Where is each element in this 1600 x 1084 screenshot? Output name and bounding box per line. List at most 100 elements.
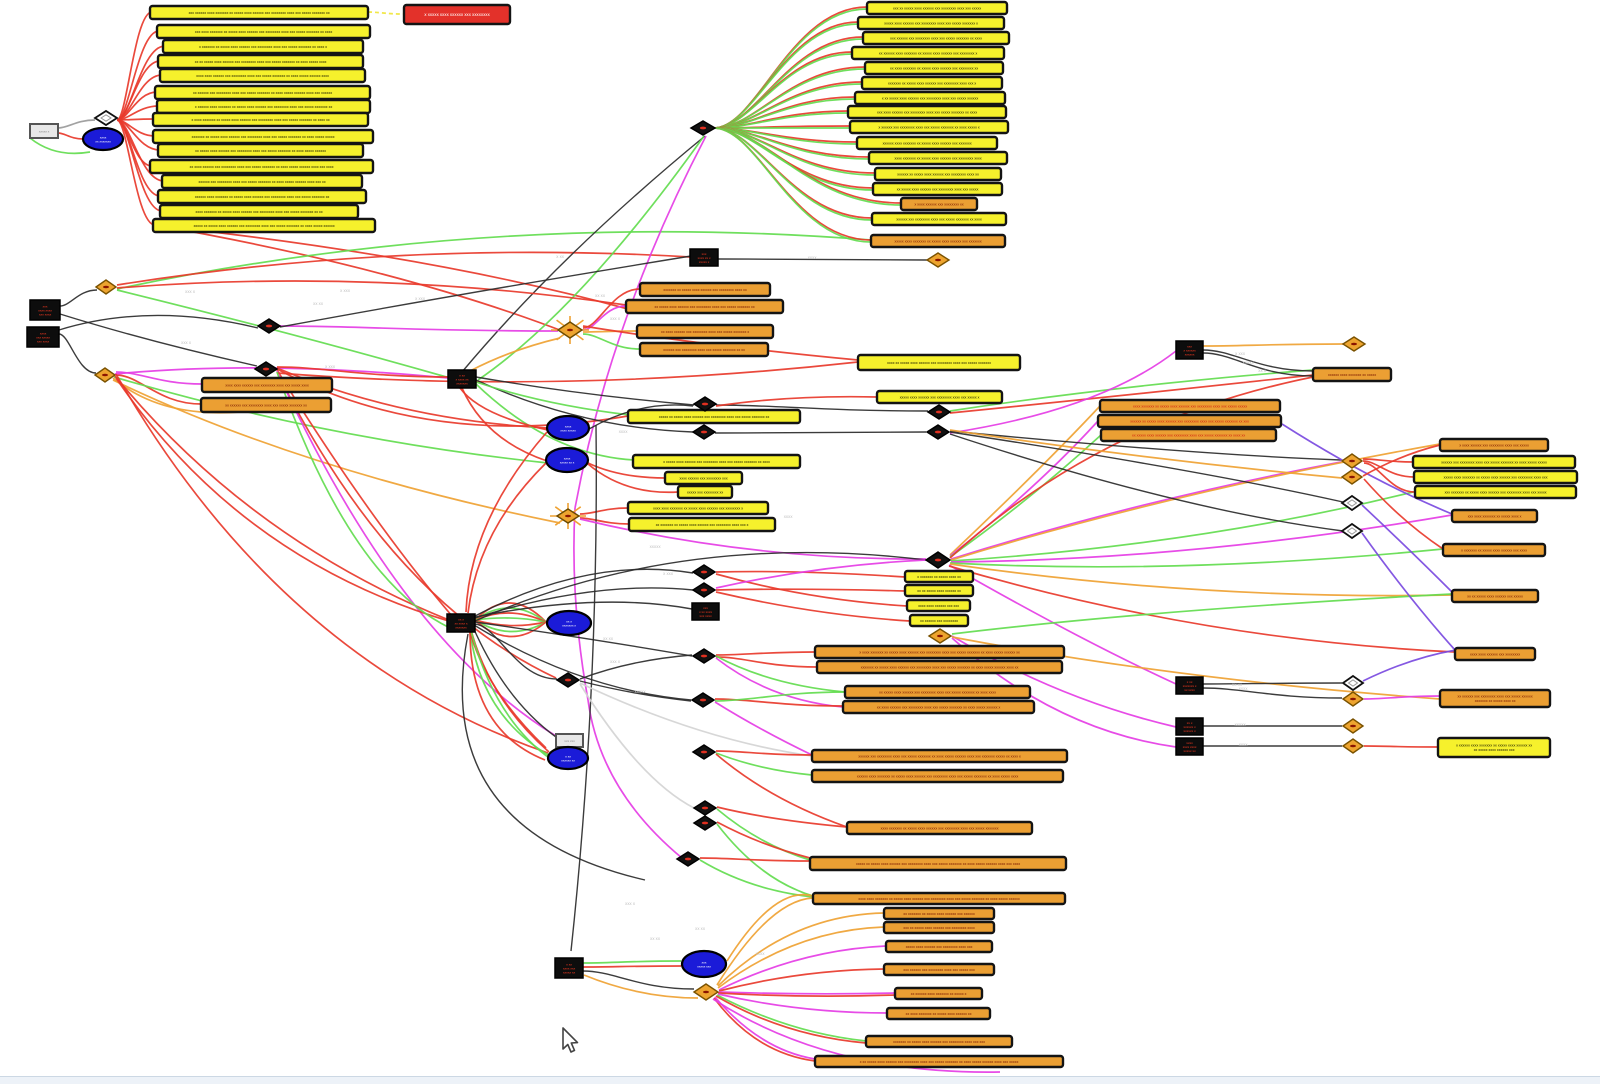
orange-record-node[interactable] [1441,542,1547,558]
white-diamond-node[interactable] [1341,674,1365,692]
graph-edge [469,337,561,372]
orange-record-node[interactable] [869,233,1007,249]
yellow-record-node[interactable] [158,67,367,84]
black-record-node[interactable] [1175,737,1204,756]
black-record-node[interactable] [1175,676,1204,695]
yellow-record-node[interactable] [850,45,1006,61]
yellow-record-node[interactable] [860,75,1004,91]
orange-record-node[interactable] [1438,688,1552,709]
orange-record-node[interactable] [811,891,1067,906]
yellow-record-node[interactable] [856,15,1006,31]
yellow-record-node[interactable] [627,516,777,533]
yellow-record-node[interactable] [863,60,1005,76]
blue-ellipse-node[interactable] [546,745,590,771]
orange-record-node[interactable] [199,396,333,414]
orange-record-node[interactable] [1450,588,1540,604]
yellow-record-node[interactable] [1413,484,1578,500]
orange-record-node[interactable] [638,341,770,358]
black-record-node[interactable] [554,957,584,979]
yellow-record-node[interactable] [861,30,1011,46]
orange-record-node[interactable] [882,920,996,935]
yellow-record-node[interactable] [903,583,975,598]
blue-ellipse-node[interactable] [545,414,591,442]
yellow-record-node[interactable] [870,211,1008,227]
black-record-node[interactable] [1175,717,1204,736]
orange-record-node[interactable] [1453,646,1537,662]
orange-record-node[interactable] [1096,413,1283,429]
orange-record-node[interactable] [624,298,785,315]
yellow-record-node[interactable] [903,569,975,584]
orange-record-node[interactable] [200,376,334,394]
yellow-record-node[interactable] [148,4,370,21]
orange-record-node[interactable] [884,939,994,954]
blue-ellipse-node[interactable] [544,446,590,474]
white-diamond-node[interactable] [93,109,119,127]
yellow-record-node[interactable] [156,188,368,205]
yellow-record-node[interactable] [871,181,1004,197]
yellow-record-node[interactable] [856,353,1022,372]
yellow-record-node[interactable] [1412,469,1579,485]
orange-record-node[interactable] [864,1034,1014,1049]
orange-record-node[interactable] [882,962,996,977]
yellow-record-node[interactable] [873,166,1003,182]
yellow-record-node[interactable] [161,38,365,55]
gray-record-node[interactable] [29,123,59,139]
orange-record-node[interactable] [843,684,1032,700]
orange-record-node[interactable] [882,906,996,921]
yellow-record-node[interactable] [631,453,802,470]
black-record-node[interactable] [691,602,720,621]
black-record-node[interactable] [29,299,61,321]
yellow-record-node[interactable] [905,598,972,613]
yellow-record-node[interactable] [676,484,734,500]
black-record-node[interactable] [446,613,476,633]
yellow-record-node[interactable] [875,389,1004,405]
yellow-record-node[interactable] [855,135,999,151]
blue-ellipse-node[interactable] [81,126,125,152]
orange-record-node[interactable] [885,1006,992,1021]
yellow-record-node[interactable] [1436,736,1552,759]
orange-record-node[interactable] [1450,508,1539,524]
orange-record-node[interactable] [635,323,775,340]
black-record-node[interactable] [1175,340,1204,360]
yellow-record-node[interactable] [867,150,1009,166]
yellow-record-node[interactable] [148,158,375,175]
orange-record-node[interactable] [893,986,984,1001]
white-diamond-node[interactable] [1340,494,1364,512]
yellow-record-node[interactable] [848,119,1010,135]
black-record-node[interactable] [447,369,477,389]
black-record-node[interactable] [26,326,60,348]
black-record-node[interactable] [689,248,719,267]
orange-record-node[interactable] [815,659,1064,675]
yellow-record-node[interactable] [865,0,1009,16]
yellow-record-node[interactable] [663,470,744,486]
orange-record-node[interactable] [810,768,1065,784]
orange-record-node[interactable] [813,1054,1065,1069]
yellow-record-node[interactable] [151,217,377,234]
orange-record-node[interactable] [813,644,1066,660]
orange-record-node[interactable] [808,855,1068,872]
yellow-record-node[interactable] [160,173,364,190]
orange-record-node[interactable] [1099,427,1278,443]
yellow-record-node[interactable] [626,408,802,425]
blue-ellipse-node[interactable] [545,609,593,637]
yellow-record-node[interactable] [1411,454,1577,470]
orange-record-node[interactable] [899,196,979,212]
orange-record-node[interactable] [841,699,1036,715]
yellow-record-node[interactable] [151,111,370,128]
orange-record-node[interactable] [1311,366,1393,383]
yellow-record-node[interactable] [908,613,970,628]
red-record-node[interactable] [402,3,512,26]
yellow-record-node[interactable] [155,23,372,40]
yellow-record-node[interactable] [156,142,365,159]
yellow-record-node[interactable] [853,90,1007,106]
orange-record-node[interactable] [638,281,772,298]
orange-record-node[interactable] [845,820,1034,836]
white-diamond-node[interactable] [1340,522,1364,540]
orange-record-node[interactable] [810,748,1069,764]
orange-record-node[interactable] [1098,398,1282,414]
orange-record-node[interactable] [1438,437,1550,453]
yellow-record-node[interactable] [626,500,770,516]
yellow-record-node[interactable] [846,104,1008,120]
blue-ellipse-node[interactable] [680,949,728,979]
